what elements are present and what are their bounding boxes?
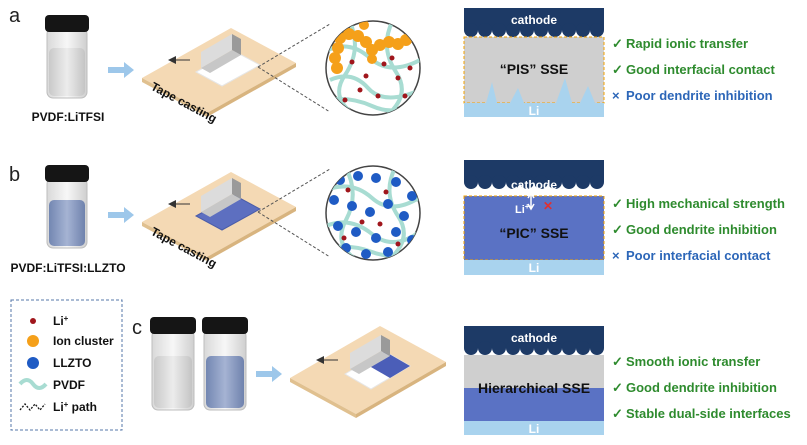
legend-ion-cluster-label: Ion cluster [53, 334, 114, 348]
legend-ion-cluster-icon [27, 335, 39, 347]
blocked-cross-icon: ✕ [543, 199, 553, 213]
anode-c-label: Li [529, 422, 540, 436]
arrow-c-1 [256, 366, 282, 382]
sse-stack-a [463, 8, 605, 117]
sse-stack-b: ✕ [463, 160, 605, 275]
property-c-3: ✓Stable dual-side interfaces [612, 406, 791, 421]
anode-b-label: Li [529, 261, 540, 275]
tape-caster-c [290, 326, 446, 418]
sse-b-title: “PIC” SSE [499, 225, 568, 241]
vial-b [45, 165, 89, 249]
property-b-1: ✓High mechanical strength [612, 196, 785, 211]
zoom-circle-b [325, 165, 421, 261]
legend-llzto-icon [27, 357, 39, 369]
panel-c-letter: c [132, 317, 142, 339]
sse-stack-c [464, 326, 604, 435]
property-b-3: ×Poor interfacial contact [612, 248, 771, 263]
panel-a: a PVDF:LiTFSI Tape casting [9, 5, 605, 126]
panel-b-letter: b [9, 164, 20, 186]
vial-c-blue [202, 317, 248, 411]
legend-li-ion-icon [30, 318, 36, 324]
legend-pvdf-label: PVDF [53, 378, 85, 392]
panel-b: b PVDF:LiTFSI:LLZTO Tape casting [9, 160, 605, 275]
legend: Li+ Ion cluster LLZTO PVDF Li+ path [10, 299, 123, 431]
legend-li-path-icon [19, 402, 46, 412]
legend-llzto-label: LLZTO [53, 356, 91, 370]
sse-a-title: “PIS” SSE [500, 61, 568, 77]
cathode-a-label: cathode [511, 13, 557, 27]
vial-a [45, 15, 89, 99]
sse-c-title: Hierarchical SSE [478, 380, 590, 396]
anode-a-label: Li [529, 104, 540, 118]
property-c-2: ✓Good dendrite inhibition [612, 380, 777, 395]
property-c-1: ✓Smooth ionic transfer [612, 354, 761, 369]
vial-a-label: PVDF:LiTFSI [32, 110, 105, 124]
zoom-circle-a [325, 20, 421, 116]
vial-b-label: PVDF:LiTFSI:LLZTO [10, 261, 125, 275]
tape-caster-a [142, 28, 296, 117]
arrow-a-1 [108, 62, 134, 78]
panel-c: c [132, 317, 604, 436]
legend-li-path-label: Li+ path [53, 400, 97, 414]
zoom-line-a-bottom [257, 66, 331, 113]
cathode-c-label: cathode [511, 331, 557, 345]
ion-b-label: Li+ [515, 202, 530, 216]
arrow-b-1 [108, 207, 134, 223]
tape-caster-b [142, 172, 296, 261]
zoom-line-a-top [257, 23, 331, 68]
property-a-1: ✓Rapid ionic transfer [612, 36, 749, 51]
property-b-2: ✓Good dendrite inhibition [612, 222, 777, 237]
panel-a-letter: a [9, 5, 21, 27]
zoom-line-b-top [257, 168, 331, 213]
vial-c-clear [150, 317, 196, 411]
cathode-b-label: cathode [511, 178, 557, 192]
zoom-line-b-bottom [257, 211, 331, 258]
property-a-3: ×Poor dendrite inhibition [612, 88, 773, 103]
property-a-2: ✓Good interfacial contact [612, 62, 775, 77]
legend-li-ion-label: Li+ [53, 314, 69, 328]
legend-pvdf-icon [18, 378, 48, 390]
